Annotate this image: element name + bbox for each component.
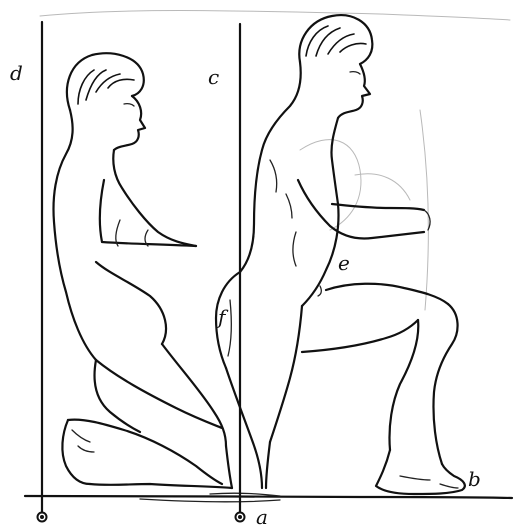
label-e: e xyxy=(338,251,350,275)
kneeling-figure-left xyxy=(54,53,233,488)
label-a: a xyxy=(256,505,268,527)
label-f: f xyxy=(216,305,229,329)
label-c: c xyxy=(208,65,219,89)
label-d: d xyxy=(10,61,23,85)
label-b: b xyxy=(468,467,481,491)
plumb-line-d xyxy=(38,22,47,522)
faint-background-trace xyxy=(40,11,510,311)
ground-line xyxy=(25,496,512,498)
